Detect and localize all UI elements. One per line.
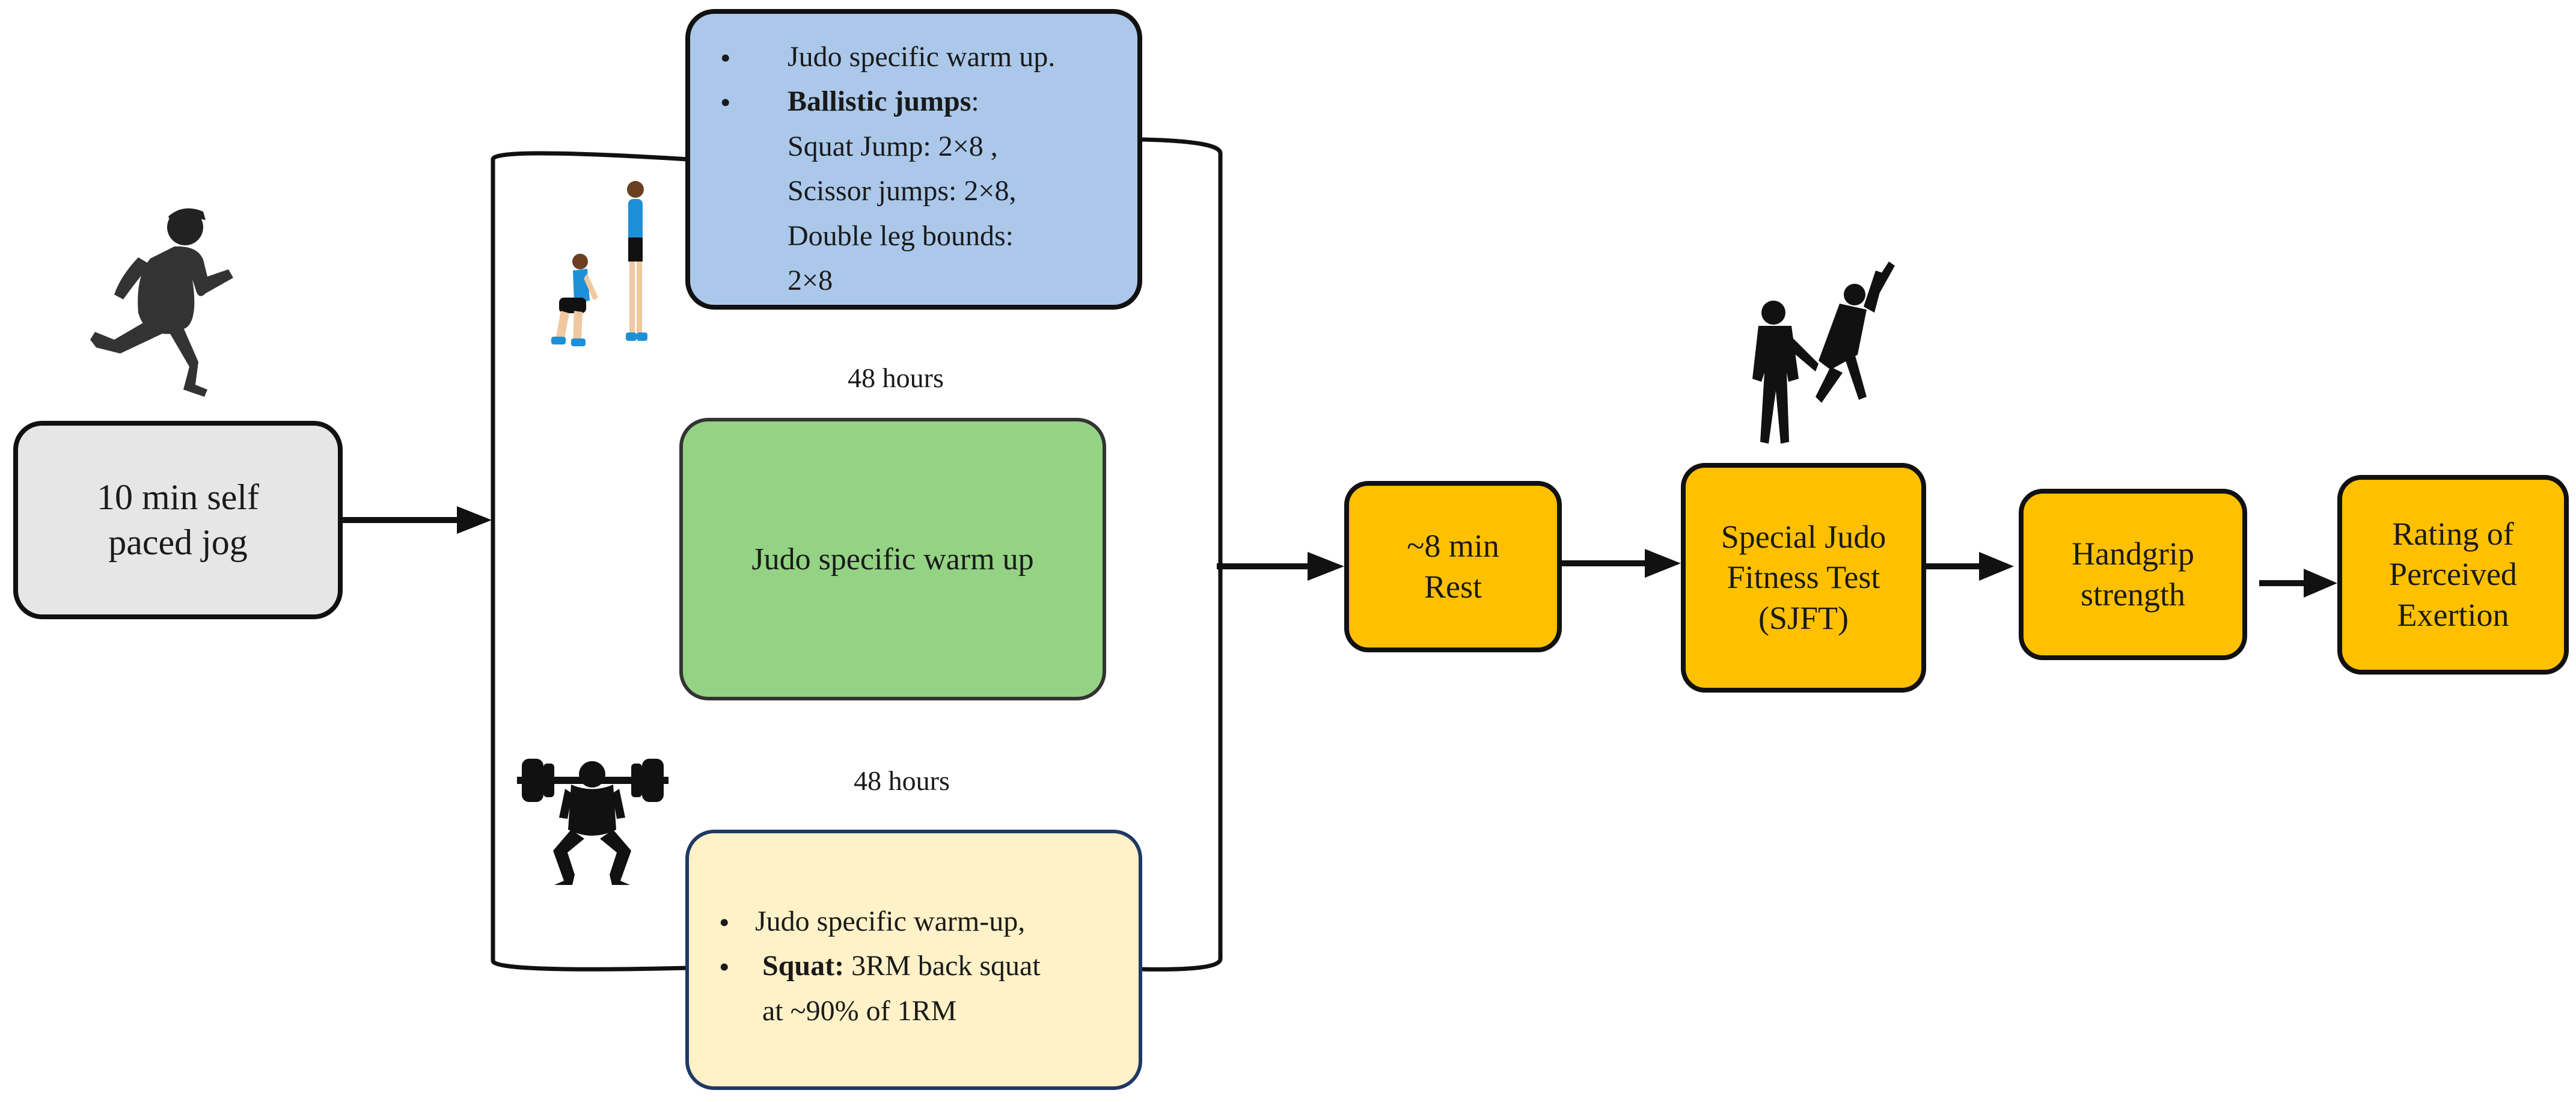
bracket-left bbox=[491, 151, 689, 972]
blue-line-reps: 2×8 bbox=[788, 264, 833, 296]
cream-item-squat-detail: 3RM back squat bbox=[844, 950, 1041, 982]
rest-line-2: Rest bbox=[1424, 568, 1482, 605]
cream-item-warmup: Judo specific warm-up, bbox=[755, 905, 1026, 937]
blue-item-ballistic-title: Ballistic jumps bbox=[788, 85, 971, 118]
jumping-athletes-icon bbox=[551, 181, 647, 346]
blue-item-ballistic-colon: : bbox=[971, 85, 979, 118]
back-squat-box: • Judo specific warm-up, • Squat: 3RM ba… bbox=[685, 830, 1142, 1090]
bullet-icon: • bbox=[720, 41, 731, 75]
bullet-icon: • bbox=[719, 905, 730, 939]
rpe-line-1: Rating of bbox=[2392, 515, 2514, 552]
judo-warmup-box: Judo specific warm up bbox=[679, 418, 1106, 700]
handgrip-line-1: Handgrip bbox=[2072, 536, 2194, 572]
runner-silhouette-icon bbox=[90, 208, 233, 397]
ballistic-jumps-box: • Judo specific warm up. • Ballistic jum… bbox=[685, 9, 1142, 310]
jog-line-2: paced jog bbox=[108, 522, 248, 562]
sjft-line-3: (SJFT) bbox=[1758, 599, 1849, 636]
bullet-icon: • bbox=[719, 950, 730, 984]
handgrip-line-2: strength bbox=[2081, 576, 2185, 613]
blue-line-double-leg: Double leg bounds: bbox=[788, 219, 1014, 252]
rpe-line-3: Exertion bbox=[2397, 596, 2509, 633]
arrowhead-handgrip bbox=[1979, 552, 2014, 581]
jog-step-box: 10 min self paced jog bbox=[13, 421, 343, 619]
green-box-text: Judo specific warm up bbox=[751, 542, 1034, 577]
barbell-squat-icon bbox=[517, 759, 668, 885]
cream-item-squat-line2: at ~90% of 1RM bbox=[762, 994, 957, 1027]
arrowhead-rpe bbox=[2304, 569, 2337, 598]
cream-item-squat-title: Squat: bbox=[762, 950, 845, 982]
jog-line-1: 10 min self bbox=[97, 477, 259, 517]
sjft-line-1: Special Judo bbox=[1721, 518, 1886, 555]
interval-label-2: 48 hours bbox=[854, 765, 950, 796]
blue-line-squat-jump: Squat Jump: 2×8 , bbox=[788, 130, 998, 162]
sjft-step-box: Special Judo Fitness Test (SJFT) bbox=[1681, 463, 1926, 693]
rpe-line-2: Perceived bbox=[2389, 556, 2517, 593]
rpe-step-box: Rating of Perceived Exertion bbox=[2337, 475, 2569, 675]
sjft-line-2: Fitness Test bbox=[1727, 559, 1880, 596]
interval-label-1: 48 hours bbox=[848, 363, 944, 393]
rest-line-1: ~8 min bbox=[1407, 528, 1499, 564]
blue-item-warmup: Judo specific warm up. bbox=[788, 41, 1056, 73]
judo-throw-icon bbox=[1752, 262, 1895, 444]
bullet-icon: • bbox=[720, 85, 731, 120]
blue-line-scissor-jumps: Scissor jumps: 2×8, bbox=[788, 175, 1017, 207]
rest-step-box: ~8 min Rest bbox=[1344, 481, 1562, 652]
arrowhead-sjft bbox=[1645, 549, 1681, 578]
handgrip-step-box: Handgrip strength bbox=[2019, 489, 2247, 660]
arrowhead-rest bbox=[1308, 552, 1344, 581]
bracket-right bbox=[1139, 137, 1223, 972]
arrowhead-jog bbox=[457, 506, 492, 534]
